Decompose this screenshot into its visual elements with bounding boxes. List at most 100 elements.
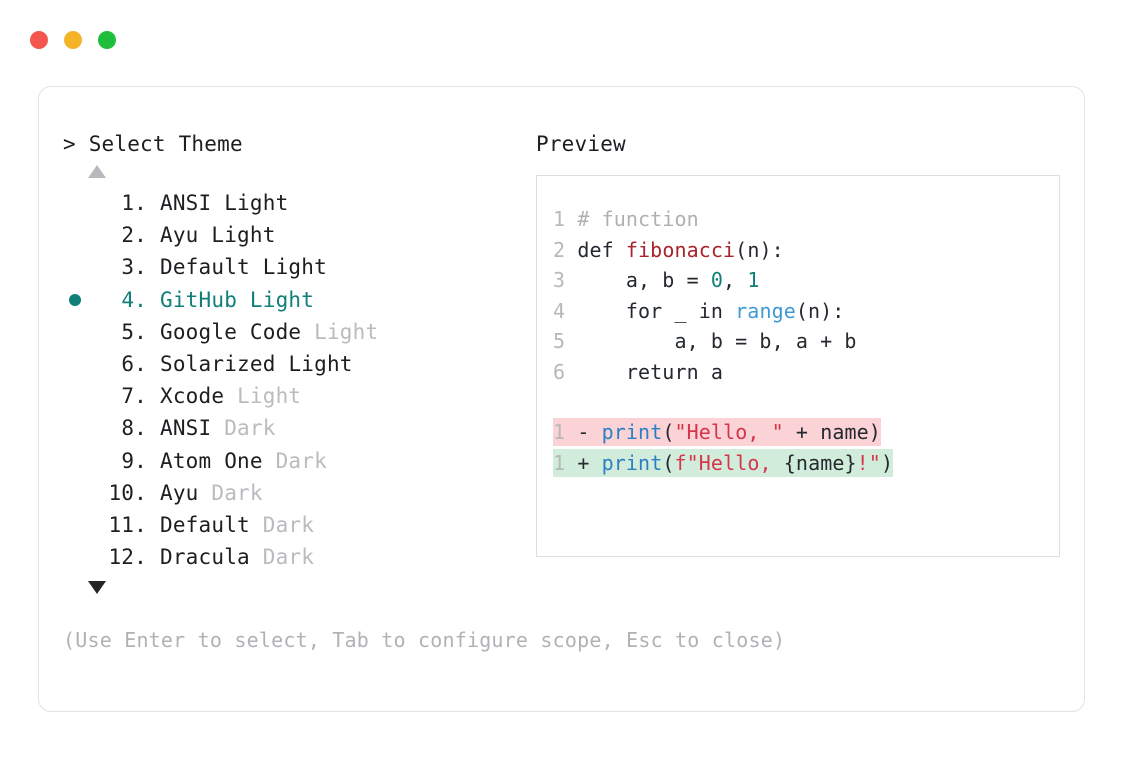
line-number: 1 [553, 420, 566, 444]
line-number: 1 [553, 450, 566, 475]
theme-item-variant: Dark [262, 545, 315, 570]
code-line: 2 def fibonacci(n): [553, 235, 1059, 266]
diff-sign: + [577, 450, 590, 475]
theme-item-variant: Light [288, 351, 353, 376]
theme-list-item[interactable]: 8.ANSI Dark [63, 412, 533, 444]
theme-item-name-text: Xcode [160, 384, 225, 409]
diff-line-add: 1 + print(f"Hello, {name}!") [553, 448, 1059, 479]
theme-item-name-text: Google Code [160, 319, 302, 344]
theme-item-name: Dracula Dark [147, 541, 314, 573]
code-token: ( [662, 420, 675, 444]
code-token: a, b = b, a + b [577, 329, 857, 353]
theme-item-number: 6. [121, 351, 147, 376]
theme-list-item[interactable]: 7.Xcode Light [63, 380, 533, 412]
theme-item-variant: Dark [211, 480, 263, 505]
scroll-down-indicator[interactable] [63, 573, 533, 601]
theme-list-item[interactable]: 11.Default Dark [63, 509, 533, 541]
code-token: ) [880, 450, 894, 475]
theme-list-item[interactable]: 10.Ayu Dark [63, 477, 533, 509]
code-line: 5 a, b = b, a + b [553, 326, 1059, 357]
theme-item-name: Default Light [147, 251, 327, 283]
minimize-button-icon[interactable] [64, 31, 82, 49]
theme-item-name-text: Solarized [160, 351, 276, 376]
theme-list-item[interactable]: 12.Dracula Dark [63, 541, 533, 573]
code-token: + name) [783, 420, 881, 444]
theme-item-name-text: Ayu [160, 480, 199, 505]
theme-item-name-text: Atom One [160, 448, 263, 473]
theme-item-name: Ayu Dark [147, 477, 263, 509]
selected-bullet-icon [69, 293, 81, 306]
diff-sign: - [577, 420, 590, 444]
code-token: 0 [710, 268, 724, 292]
theme-item-number: 2. [121, 223, 147, 248]
theme-item-number: 5. [121, 319, 147, 344]
theme-list-item[interactable]: 4.GitHub Light [63, 284, 533, 316]
code-token: range [735, 298, 796, 323]
diff-block: 1 - print("Hello, " + name)1 + print(f"H… [553, 417, 1059, 478]
page-title: Select Theme [88, 132, 243, 156]
theme-item-name: Xcode Light [147, 380, 301, 412]
theme-item-name-text: ANSI [160, 191, 212, 215]
theme-item-number: 10. [108, 480, 147, 505]
line-number: 2 [553, 237, 566, 262]
theme-item-name-text: GitHub [160, 287, 238, 312]
scroll-up-indicator[interactable] [63, 157, 533, 185]
line-number: 3 [553, 268, 566, 292]
code-token: # function [577, 207, 699, 231]
theme-item-name: ANSI Light [147, 187, 288, 219]
theme-item-name-text: Ayu [160, 223, 199, 248]
diff-highlight: 1 - print("Hello, " + name) [553, 418, 881, 446]
theme-item-variant: Dark [224, 416, 276, 441]
theme-item-name-text: Default [160, 255, 250, 280]
prompt-header: > Select Theme [63, 131, 533, 157]
code-line: 6 return a [553, 357, 1059, 388]
theme-item-number: 9. [121, 448, 147, 473]
theme-item-number: 1. [121, 191, 147, 215]
code-token: print [601, 450, 663, 475]
line-number: 1 [553, 207, 566, 231]
theme-item-name: Google Code Light [147, 316, 378, 348]
theme-item-variant: Light [262, 255, 327, 280]
zoom-button-icon[interactable] [98, 31, 116, 49]
code-token: {name} [783, 450, 857, 475]
code-token: "Hello, " [674, 420, 784, 444]
code-token: , [723, 268, 748, 292]
theme-item-variant: Light [211, 223, 276, 248]
code-token: (n): [795, 298, 845, 323]
chevron-down-icon[interactable] [88, 580, 106, 594]
theme-item-number: 4. [121, 287, 147, 312]
code-token: a, b = [577, 268, 711, 292]
theme-item-variant: Light [314, 319, 379, 344]
theme-list-item[interactable]: 6. Solarized Light [63, 348, 533, 380]
theme-item-variant: Light [224, 191, 289, 215]
code-token: return a [577, 359, 724, 384]
code-line: 4 for _ in range(n): [553, 296, 1059, 327]
theme-item-number: 8. [121, 416, 147, 441]
code-token: ( [662, 450, 675, 475]
code-line: 1 # function [553, 204, 1059, 235]
theme-item-name: Atom One Dark [147, 445, 327, 477]
theme-list-item[interactable]: 9.Atom One Dark [63, 445, 533, 477]
theme-item-name: Default Dark [147, 509, 314, 541]
theme-list-item[interactable]: 2.Ayu Light [63, 219, 533, 251]
theme-list-item[interactable]: 5.Google Code Light [63, 316, 533, 348]
code-token: print [601, 420, 663, 444]
line-number: 5 [553, 329, 566, 353]
close-button-icon[interactable] [30, 31, 48, 49]
theme-item-name: Ayu Light [147, 219, 276, 251]
theme-item-number: 3. [121, 255, 147, 280]
chevron-up-icon[interactable] [88, 164, 106, 178]
theme-item-name: GitHub Light [147, 284, 314, 316]
code-token: 1 [747, 268, 760, 292]
theme-item-name-text: Dracula [160, 545, 250, 570]
code-token: for _ in [577, 298, 736, 323]
theme-list-item[interactable]: 1.ANSI Light [63, 187, 533, 219]
theme-item-variant: Light [249, 287, 315, 312]
theme-list-item[interactable]: 3.Default Light [63, 251, 533, 283]
theme-item-variant: Light [237, 384, 302, 409]
preview-label: Preview [536, 132, 626, 156]
